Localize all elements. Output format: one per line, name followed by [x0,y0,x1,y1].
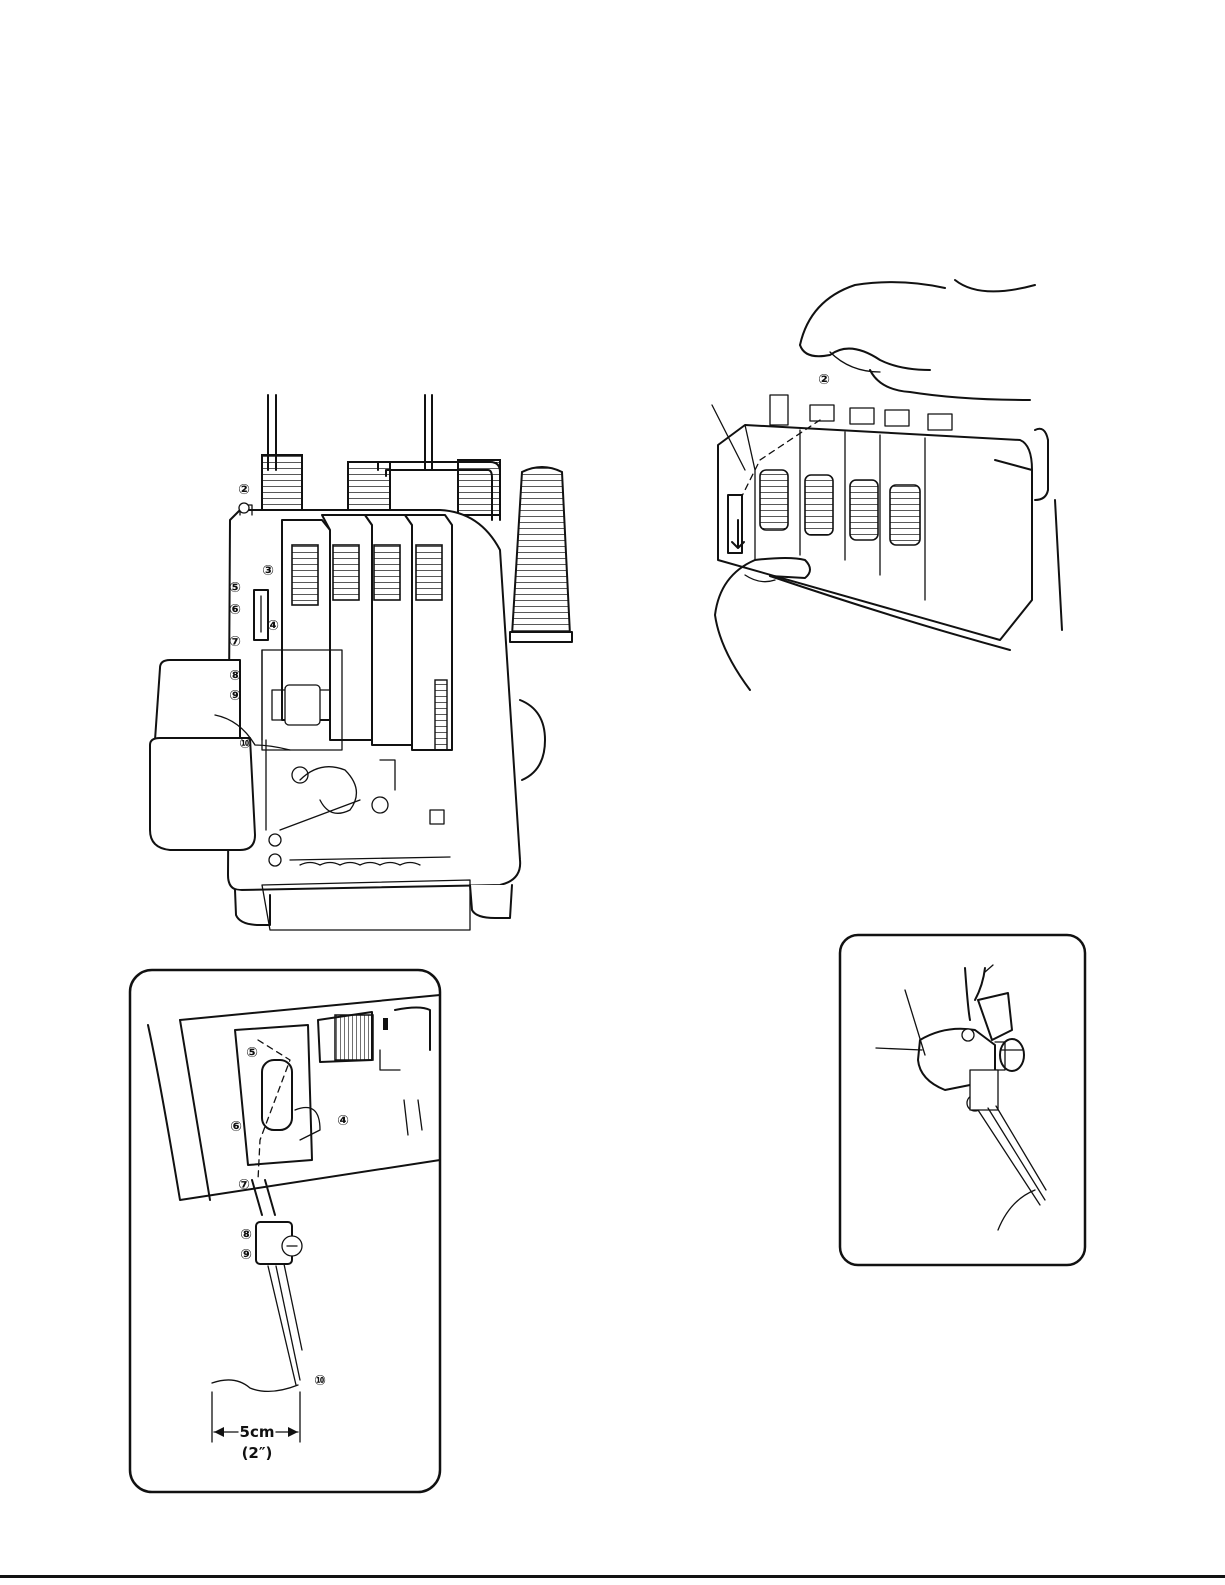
needle-closeup-panel [840,935,1085,1265]
detail-callout-10: ⑩ [314,1373,326,1389]
detail-callout-9: ⑨ [240,1247,252,1263]
callout-8: ⑧ [229,668,241,684]
callout-2-hands: ② [818,372,830,388]
callout-10: ⑩ [239,736,251,752]
detail-callout-4: ④ [337,1113,349,1129]
callout-3: ③ [262,563,274,579]
thread-tension-hands-illustration: ② [712,280,1062,690]
detail-callout-8: ⑧ [240,1227,252,1243]
callout-6: ⑥ [229,602,241,618]
page-bottom-rule [0,1575,1225,1578]
callout-5: ⑤ [229,580,241,596]
dimension-metric: 5cm [240,1423,275,1441]
callout-7: ⑦ [229,634,241,650]
dimension-imperial: (2″) [242,1444,273,1462]
serger-front-illustration: ② ③ ⑤ ⑥ ④ ⑦ ⑧ ⑨ ⑩ [150,395,572,930]
callout-4: ④ [267,618,279,634]
detail-callout-7: ⑦ [238,1177,250,1193]
callout-9: ⑨ [229,688,241,704]
detail-callout-5: ⑤ [246,1045,258,1061]
threading-detail-panel: 5cm (2″) ⑤ ⑥ ④ ⑦ ⑧ ⑨ ⑩ [130,970,440,1492]
detail-callout-6: ⑥ [230,1119,242,1135]
callout-2: ② [238,482,250,498]
